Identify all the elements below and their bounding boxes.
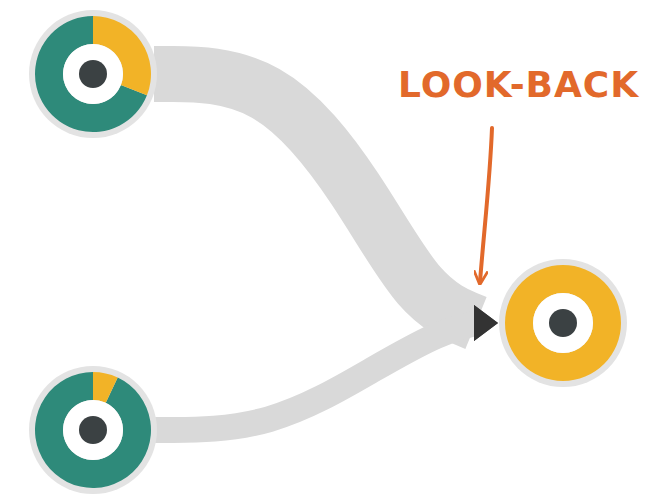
donut-shape	[28, 365, 158, 495]
arrow-head	[474, 305, 498, 341]
donut-segment	[35, 372, 151, 488]
arrow-head	[474, 305, 498, 341]
donut-hole	[63, 400, 123, 460]
donut-rim	[29, 366, 157, 494]
donut-rim	[29, 10, 157, 138]
donut-node	[28, 365, 158, 495]
donut-hole	[533, 293, 593, 353]
donut-rim	[499, 259, 627, 387]
donut-node	[28, 9, 158, 139]
donut-shape	[28, 9, 158, 139]
donut-center	[79, 60, 107, 88]
donut-hole	[63, 44, 123, 104]
donut-center	[549, 309, 577, 337]
donut-shape	[498, 258, 628, 388]
callout-label: LOOK-BACK	[398, 64, 639, 105]
donut-segment	[505, 265, 621, 381]
donut-node	[498, 258, 628, 388]
flow-band-path	[154, 323, 476, 430]
donut-center	[79, 416, 107, 444]
flow-band	[154, 74, 498, 341]
flow-band	[154, 305, 498, 430]
donut-segment	[93, 372, 118, 403]
leader-arrow	[480, 128, 492, 282]
flow-band-path	[154, 74, 476, 323]
